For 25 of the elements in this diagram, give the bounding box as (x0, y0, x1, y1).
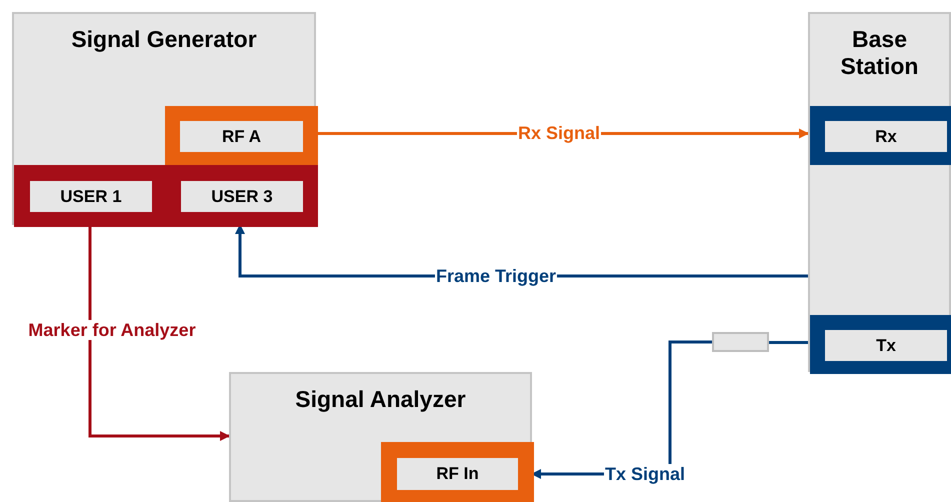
port-label: Rx (825, 121, 947, 152)
port-frame (165, 165, 318, 227)
device-panel (12, 12, 316, 225)
edge-label: Frame Trigger (434, 266, 558, 286)
port-label: USER 3 (181, 181, 303, 212)
edge-label: Rx Signal (516, 123, 602, 143)
port-label: USER 1 (30, 181, 152, 212)
connector-line (769, 341, 808, 344)
panel-title: Base Station (840, 26, 920, 80)
edge-label: Marker for Analyzer (27, 320, 197, 340)
port-frame (14, 165, 165, 227)
port-frame (810, 315, 951, 374)
port-frame (810, 106, 951, 165)
panel-title: Signal Analyzer (295, 386, 466, 413)
port-frame (381, 442, 534, 502)
device-panel (229, 372, 532, 502)
edge-label: Tx Signal (604, 464, 686, 484)
port-label: RF In (397, 458, 518, 490)
port-label: RF A (180, 121, 303, 152)
port-label: Tx (825, 330, 947, 361)
panel-title: Signal Generator (71, 26, 257, 53)
attenuator-box (712, 332, 769, 352)
device-panel (808, 12, 951, 372)
arrow (88, 225, 230, 441)
port-frame (165, 106, 318, 165)
